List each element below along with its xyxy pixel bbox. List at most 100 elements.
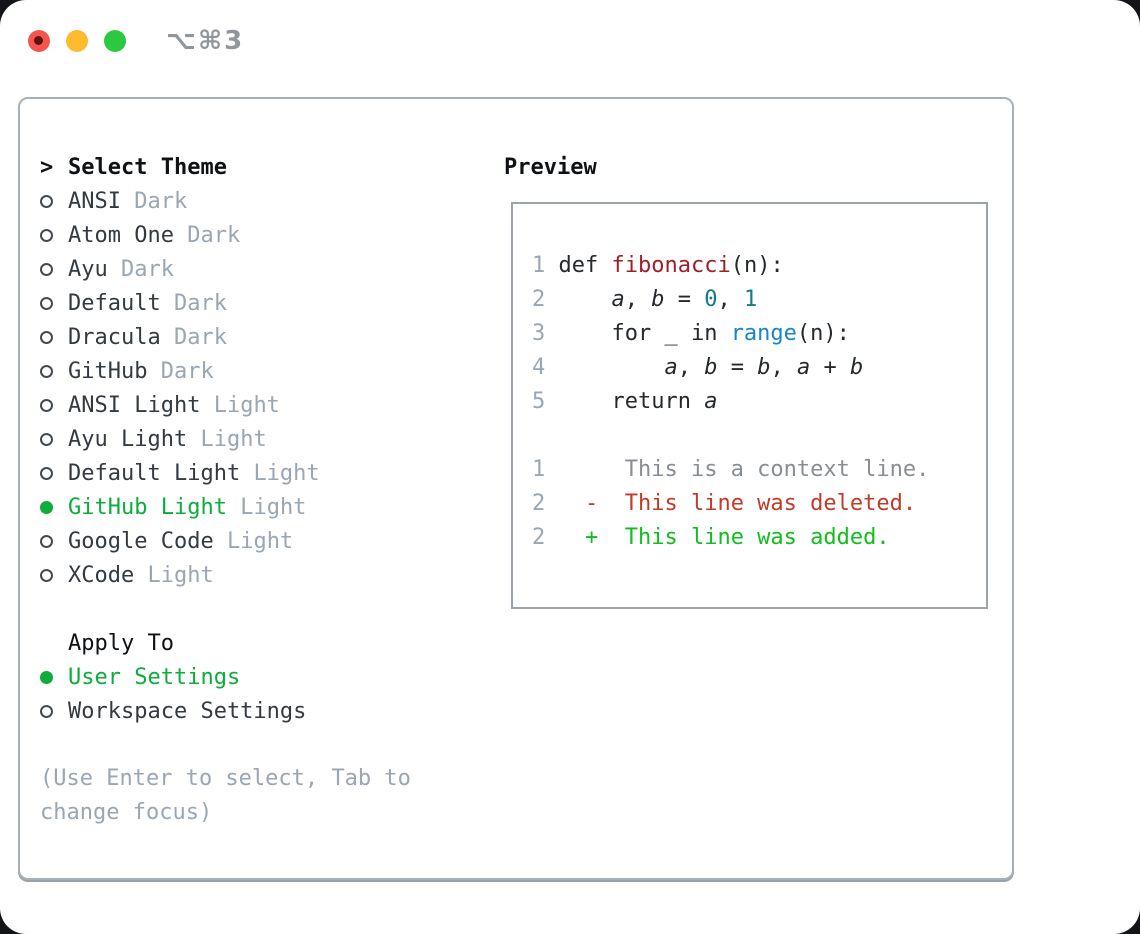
radio-icon bbox=[40, 398, 53, 412]
radio-icon bbox=[40, 330, 53, 344]
apply-option[interactable]: User Settings bbox=[40, 660, 440, 694]
code-line: 1 This is a context line. bbox=[532, 457, 986, 491]
prompt-chevron: > bbox=[40, 154, 54, 180]
radio-icon bbox=[40, 534, 53, 548]
code-token: b bbox=[849, 355, 864, 380]
radio-cell bbox=[40, 364, 68, 378]
code-line bbox=[532, 423, 986, 457]
code-line: 2 a, b = 0, 1 bbox=[532, 287, 986, 321]
theme-variant: Light bbox=[226, 528, 294, 554]
code-token: = bbox=[717, 355, 758, 380]
code-token: b bbox=[651, 287, 665, 312]
code-token: , bbox=[717, 287, 744, 312]
theme-variant: Dark bbox=[187, 222, 241, 248]
theme-option[interactable]: Dracula Dark bbox=[40, 320, 440, 354]
window-title: ⌥⌘3 bbox=[166, 26, 245, 56]
select-theme-heading: Select Theme bbox=[68, 154, 227, 180]
radio-cell bbox=[40, 534, 68, 548]
line-number: 2 bbox=[532, 525, 546, 550]
close-button[interactable] bbox=[28, 30, 50, 52]
radio-cell bbox=[40, 228, 68, 242]
line-number: 3 bbox=[532, 321, 546, 346]
theme-variant: Light bbox=[240, 494, 307, 520]
code-token: b bbox=[757, 355, 771, 380]
code-token: (n): bbox=[730, 253, 784, 278]
code-token: + This line was added. bbox=[585, 525, 890, 550]
theme-variant: Dark bbox=[134, 188, 188, 214]
code-line: 4 a, b = b, a + b bbox=[532, 355, 986, 389]
code-token: , bbox=[770, 355, 797, 380]
theme-name: Dracula bbox=[68, 324, 161, 350]
theme-option[interactable]: ANSI Dark bbox=[40, 184, 440, 218]
code-token: a bbox=[704, 389, 718, 414]
code-token: return bbox=[545, 389, 705, 414]
radio-cell bbox=[40, 194, 68, 208]
theme-variant: Light bbox=[253, 460, 320, 486]
code-token: a bbox=[796, 355, 811, 380]
radio-icon bbox=[40, 194, 53, 208]
titlebar: ⌥⌘3 bbox=[28, 26, 244, 56]
code-line: 2 - This line was deleted. bbox=[532, 491, 986, 525]
theme-variant: Dark bbox=[173, 324, 227, 350]
apply-option-label: Workspace Settings bbox=[68, 698, 307, 724]
code-line: 5 return a bbox=[532, 389, 986, 423]
theme-name: XCode bbox=[68, 562, 135, 588]
minimize-button[interactable] bbox=[66, 30, 88, 52]
code-token: def bbox=[545, 253, 612, 278]
radio-icon bbox=[40, 262, 53, 276]
code-token: , bbox=[624, 287, 652, 312]
radio-icon bbox=[40, 228, 53, 242]
radio-selected-icon bbox=[40, 670, 53, 684]
line-number: 2 bbox=[532, 491, 546, 516]
line-number: 4 bbox=[532, 355, 546, 380]
code-line: 2 + This line was added. bbox=[532, 525, 986, 559]
apply-option-label: User Settings bbox=[68, 664, 241, 690]
apply-option[interactable]: Workspace Settings bbox=[40, 694, 440, 728]
radio-icon bbox=[40, 466, 53, 480]
radio-cell bbox=[40, 704, 68, 718]
apply-to-heading: Apply To bbox=[68, 630, 174, 656]
radio-icon bbox=[40, 704, 53, 718]
radio-cell bbox=[40, 466, 68, 480]
theme-option[interactable]: Atom One Dark bbox=[40, 218, 440, 252]
code-token: 0 bbox=[704, 287, 718, 312]
zoom-button[interactable] bbox=[104, 30, 126, 52]
spacer bbox=[40, 728, 440, 762]
line-number: 5 bbox=[532, 389, 546, 414]
code-token bbox=[545, 287, 611, 312]
code-token bbox=[545, 525, 585, 550]
theme-name: ANSI bbox=[68, 188, 121, 214]
radio-cell bbox=[40, 500, 68, 514]
code-token: , bbox=[677, 355, 705, 380]
line-number: 1 bbox=[532, 457, 546, 482]
theme-name: Ayu Light bbox=[68, 426, 188, 452]
radio-cell bbox=[40, 262, 68, 276]
code-token bbox=[545, 491, 585, 516]
theme-name: Atom One bbox=[68, 222, 174, 248]
code-token: - This line was deleted. bbox=[585, 491, 917, 516]
code-token: a bbox=[611, 287, 625, 312]
theme-option[interactable]: Google Code Light bbox=[40, 524, 440, 558]
code-token: for _ in bbox=[545, 321, 731, 346]
select-theme-heading-row: > Select Theme bbox=[40, 150, 440, 184]
theme-name: Google Code bbox=[68, 528, 214, 554]
code-token: This is a context line. bbox=[545, 457, 930, 482]
line-number: 1 bbox=[532, 253, 546, 278]
radio-icon bbox=[40, 364, 53, 378]
code-token: a bbox=[664, 355, 678, 380]
theme-variant: Dark bbox=[160, 358, 214, 384]
code-token: fibonacci bbox=[611, 253, 731, 278]
radio-cell bbox=[40, 568, 68, 582]
